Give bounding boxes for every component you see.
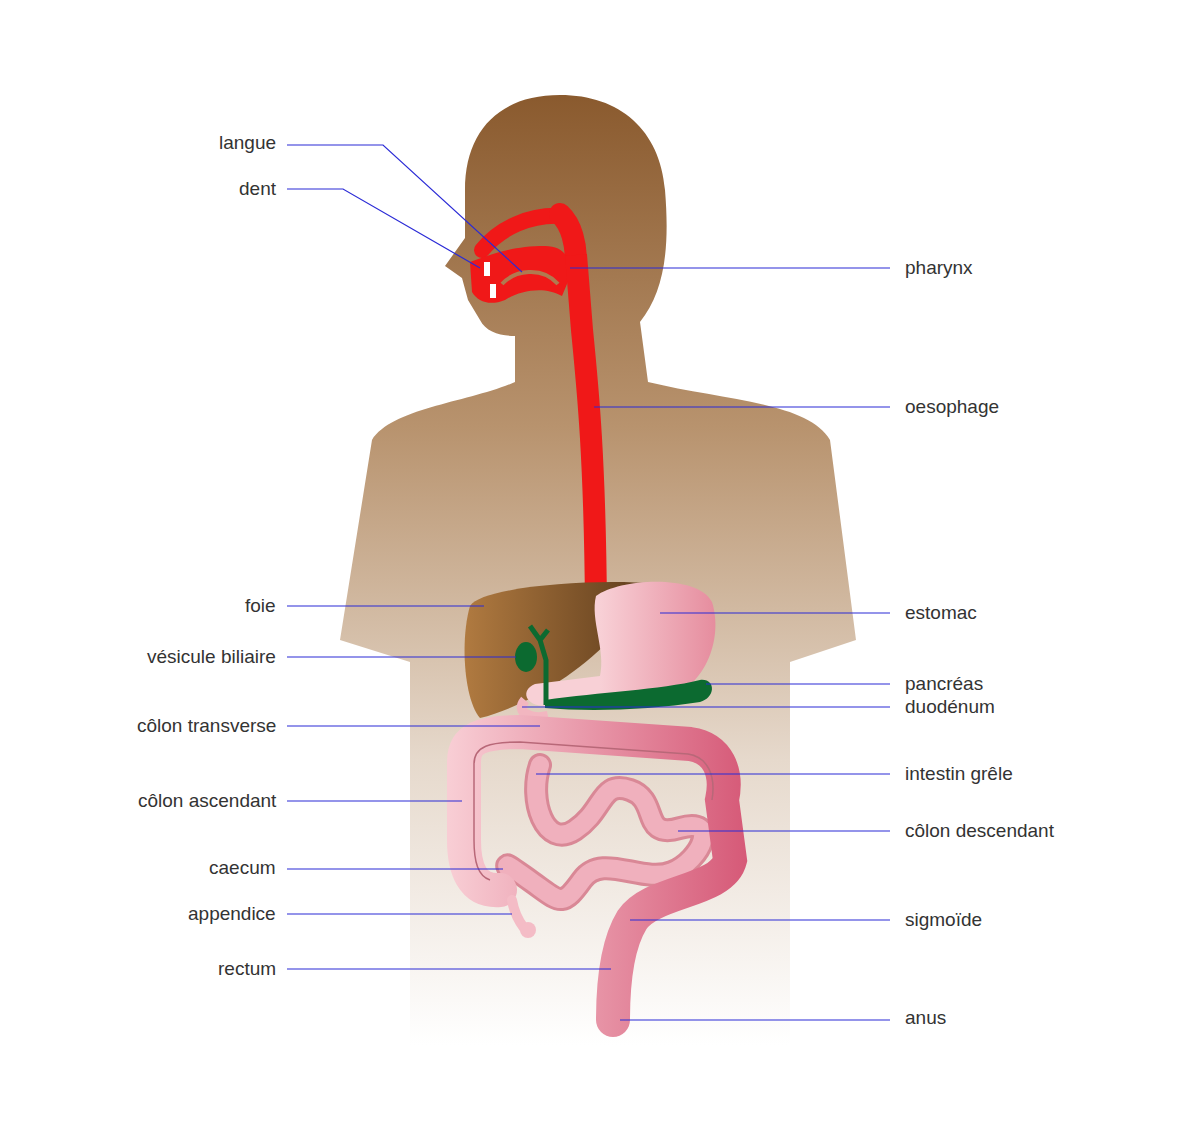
leader-line	[287, 868, 503, 869]
gallbladder-shape	[515, 642, 537, 672]
leader-line	[620, 1019, 890, 1020]
part-label: sigmoïde	[905, 909, 982, 931]
leader-line	[287, 145, 522, 272]
leader-line	[287, 913, 512, 914]
leader-line	[570, 267, 890, 268]
part-label: duodénum	[905, 696, 995, 718]
leader-line	[287, 725, 540, 726]
leader-line	[678, 830, 890, 831]
leader-line	[706, 683, 890, 684]
part-label: côlon ascendant	[138, 790, 276, 812]
leader-line	[287, 656, 516, 657]
colon-haustra-line	[474, 742, 713, 880]
part-label: appendice	[188, 903, 276, 925]
leader-line	[287, 605, 484, 606]
oesophagus-tube	[576, 255, 596, 610]
part-label: côlon descendant	[905, 820, 1054, 842]
upper-tooth	[484, 262, 490, 276]
leader-line	[287, 189, 480, 268]
part-label: estomac	[905, 602, 977, 624]
leader-lines	[287, 145, 890, 1020]
part-label: foie	[245, 595, 276, 617]
part-label: pancréas	[905, 673, 983, 695]
leader-line	[287, 968, 611, 969]
leader-line	[536, 773, 890, 774]
part-label: intestin grêle	[905, 763, 1013, 785]
part-label: caecum	[209, 857, 276, 879]
leader-line	[594, 406, 890, 407]
leader-line	[660, 612, 890, 613]
part-label: rectum	[218, 958, 276, 980]
part-label: pharynx	[905, 257, 973, 279]
oral-cavity	[470, 246, 572, 303]
duodenum-tube	[522, 700, 548, 717]
part-label: oesophage	[905, 396, 999, 418]
leader-line	[630, 919, 890, 920]
part-label: anus	[905, 1007, 946, 1029]
colon-tube	[464, 732, 730, 1020]
part-label: dent	[239, 178, 276, 200]
lower-tooth	[490, 284, 496, 298]
appendix-tube	[512, 900, 524, 928]
pancreas-shape	[545, 680, 712, 710]
part-label: côlon transverse	[137, 715, 276, 737]
tongue-outline	[502, 272, 558, 284]
body-silhouette	[340, 95, 856, 1045]
appendix-tip	[520, 922, 536, 938]
nasal-cavity	[482, 216, 562, 250]
part-label: langue	[219, 132, 276, 154]
part-label: vésicule biliaire	[147, 646, 276, 668]
leader-line	[287, 800, 462, 801]
leader-line	[522, 706, 890, 707]
